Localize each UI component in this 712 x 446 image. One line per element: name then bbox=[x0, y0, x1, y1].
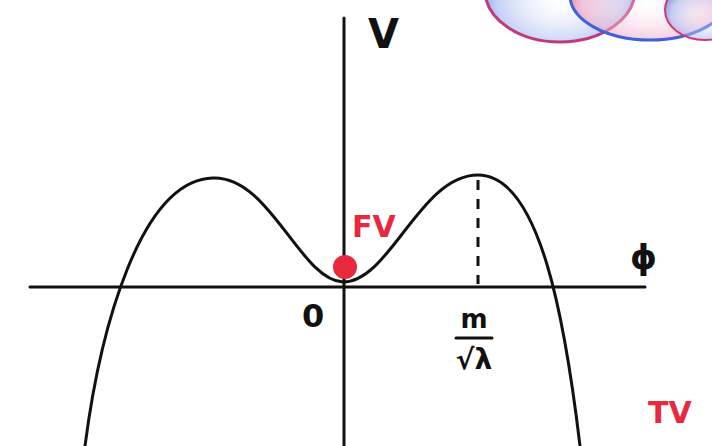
axis-label: V bbox=[368, 14, 399, 54]
v-axis bbox=[343, 18, 346, 446]
origin-label: 0 bbox=[302, 300, 324, 332]
fraction-numerator: m bbox=[460, 306, 487, 332]
false-vacuum-dot bbox=[333, 255, 357, 279]
bubble-decoration bbox=[485, 0, 712, 42]
vacuum-label: FV bbox=[352, 212, 396, 242]
fraction-denominator: √λ bbox=[456, 346, 492, 374]
fraction-bar bbox=[456, 337, 492, 340]
peak-dashed-line bbox=[477, 180, 480, 284]
axis-label: ϕ bbox=[630, 240, 657, 274]
vacuum-label: TV bbox=[648, 398, 692, 428]
potential-curve bbox=[85, 175, 580, 446]
